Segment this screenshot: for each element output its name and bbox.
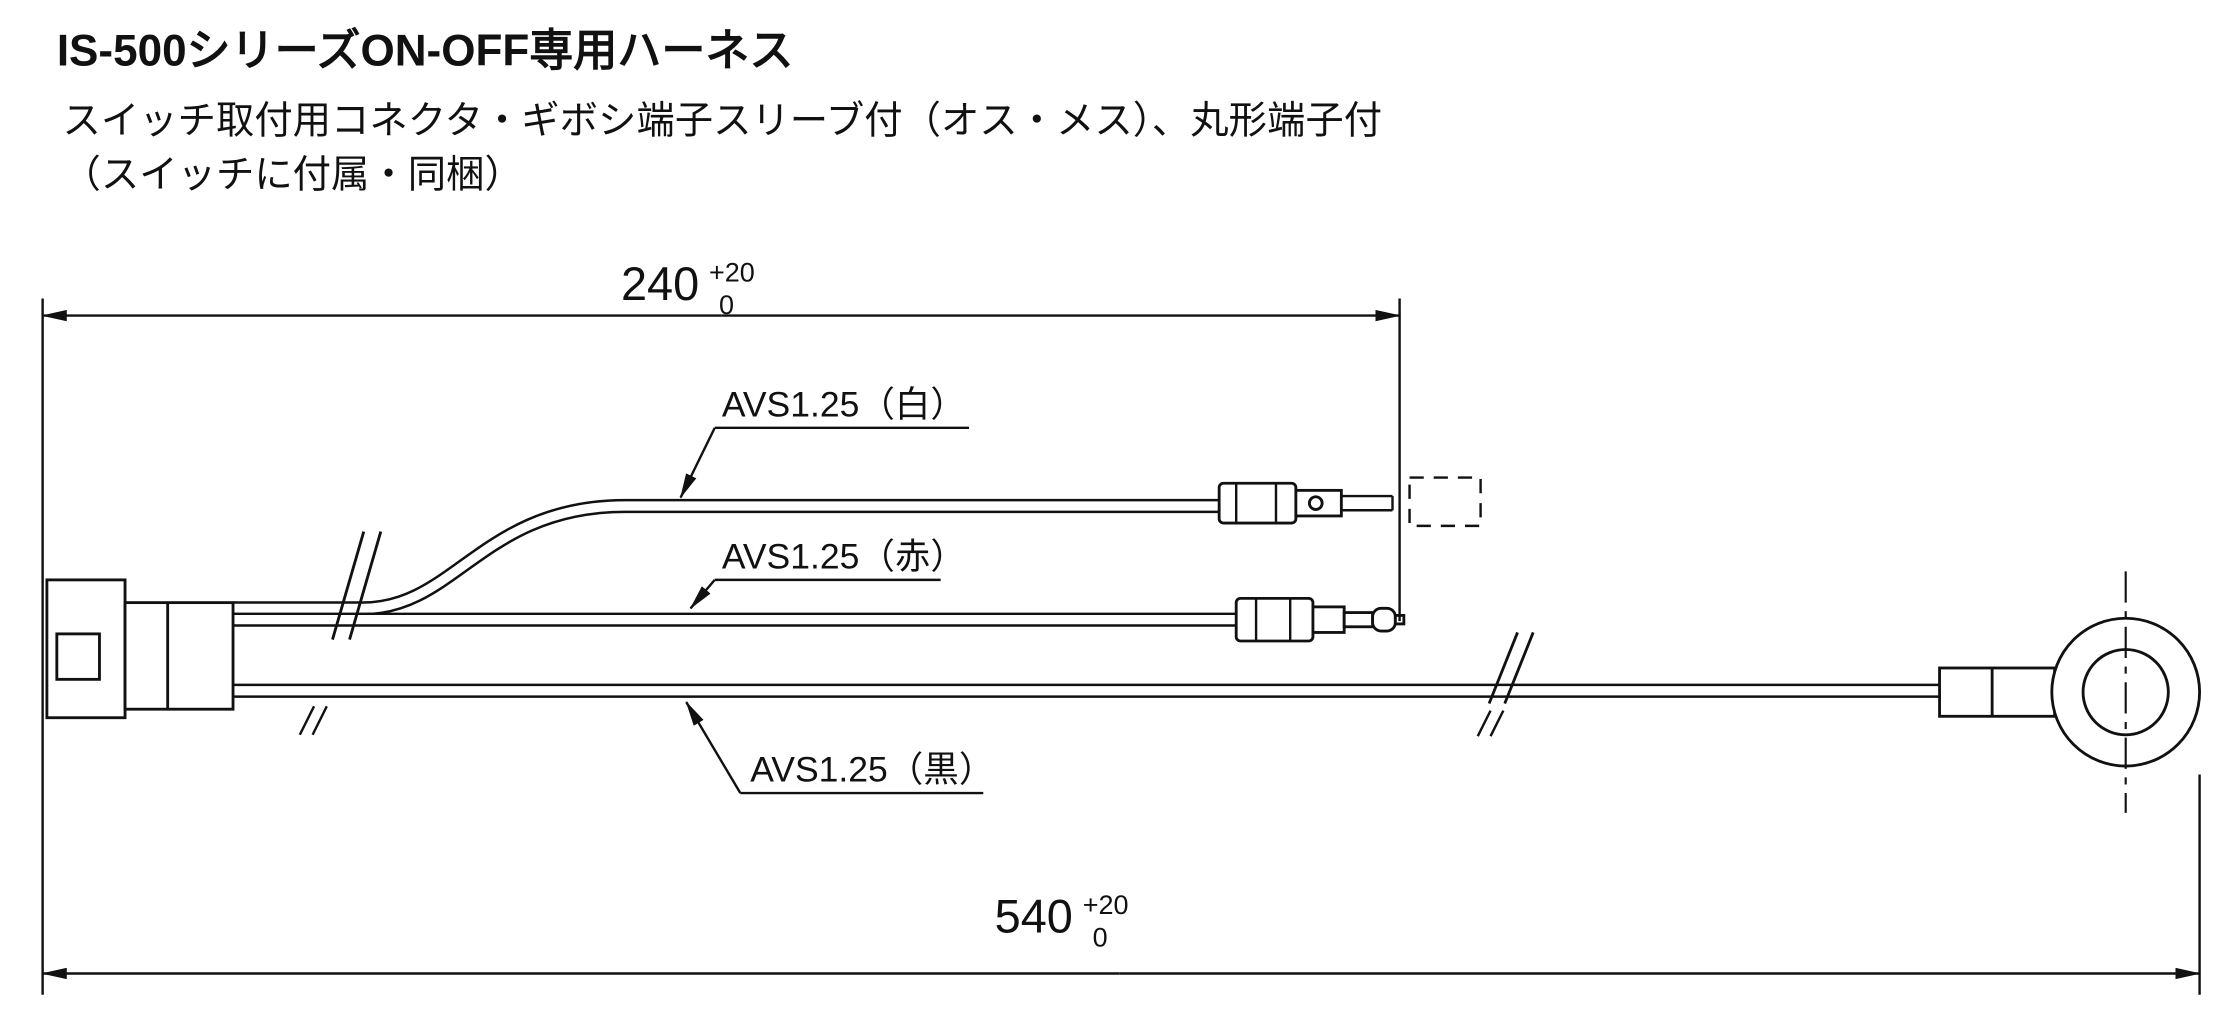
wire-label-white-leader xyxy=(679,427,716,499)
dimension-540: 540 +20 0 xyxy=(41,774,2202,995)
ring-terminal xyxy=(1938,571,2202,813)
wire-white xyxy=(233,498,1222,616)
connector-front-housing xyxy=(123,601,235,711)
male-terminal-body xyxy=(1311,605,1346,634)
dimension-240-value: 240 xyxy=(621,258,699,310)
dimension-540-tolerance-plus: +20 xyxy=(1083,890,1129,920)
dimension-540-tolerance-minus: 0 xyxy=(1093,922,1108,952)
drawing-description-line1: スイッチ取付用コネクタ・ギボシ端子スリーブ付（オス・メス）、丸形端子付 xyxy=(63,100,1383,143)
drawing-description-line2: （スイッチに付属・同梱） xyxy=(63,154,523,197)
wire-callout-white: AVS1.25（白） xyxy=(679,384,970,499)
phantom-mating-terminal xyxy=(1408,476,1482,528)
male-terminal-shaft xyxy=(1342,611,1375,629)
wire-label-red: AVS1.25（赤） xyxy=(722,537,966,577)
female-terminal-detent xyxy=(1307,495,1324,511)
wire-label-white: AVS1.25（白） xyxy=(722,384,966,424)
wire-label-red-leader xyxy=(689,579,716,610)
drawing-title: IS-500シリーズON-OFF専用ハーネス xyxy=(57,27,794,76)
drawing-header: IS-500シリーズON-OFF専用ハーネス スイッチ取付用コネクタ・ギボシ端子… xyxy=(57,27,1382,197)
connector-latch xyxy=(55,632,101,681)
switch-connector-housing xyxy=(45,578,235,720)
dimension-240: 240 +20 0 xyxy=(41,257,1402,995)
male-terminal-bullet xyxy=(1371,606,1397,633)
wire-callout-black: AVS1.25（黒） xyxy=(685,700,994,795)
break-mark-left xyxy=(298,531,383,736)
gibosi-terminal-male xyxy=(1234,596,1406,643)
break-mark-right xyxy=(1476,631,1535,737)
wire-callout-red: AVS1.25（赤） xyxy=(689,537,966,610)
dimension-240-tolerance-minus: 0 xyxy=(719,290,734,320)
wire-label-black: AVS1.25（黒） xyxy=(750,750,994,790)
wire-label-black-leader xyxy=(685,700,742,794)
ring-terminal-barrel xyxy=(1938,666,2057,718)
female-terminal-sleeve xyxy=(1217,481,1298,525)
dimension-540-value: 540 xyxy=(995,890,1073,942)
male-terminal-sleeve xyxy=(1234,596,1315,643)
gibosi-terminal-female xyxy=(1217,476,1482,528)
dimension-240-tolerance-plus: +20 xyxy=(709,257,755,287)
